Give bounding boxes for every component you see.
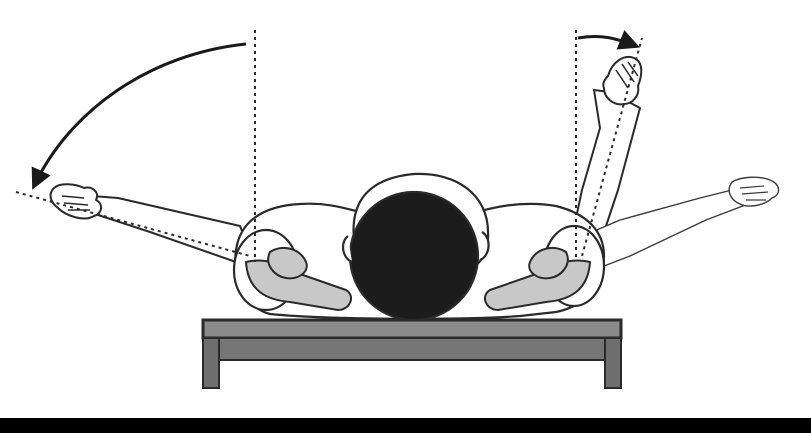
rotation-arrow-icon	[578, 36, 636, 46]
table-apron	[214, 338, 610, 360]
left-forearm	[92, 196, 248, 262]
table-top	[203, 320, 621, 338]
bottom-bar	[0, 418, 811, 433]
rotation-arrow-icon	[34, 44, 246, 186]
treatment-table	[203, 320, 621, 388]
table-leg-right	[605, 338, 621, 388]
rotation-arrows	[34, 36, 636, 186]
hair	[350, 192, 478, 320]
left-arm	[51, 184, 248, 262]
left-hand	[51, 184, 102, 218]
right-arm-lowered	[592, 177, 779, 266]
table-leg-left	[203, 338, 219, 388]
right-hand-lowered	[729, 177, 778, 206]
